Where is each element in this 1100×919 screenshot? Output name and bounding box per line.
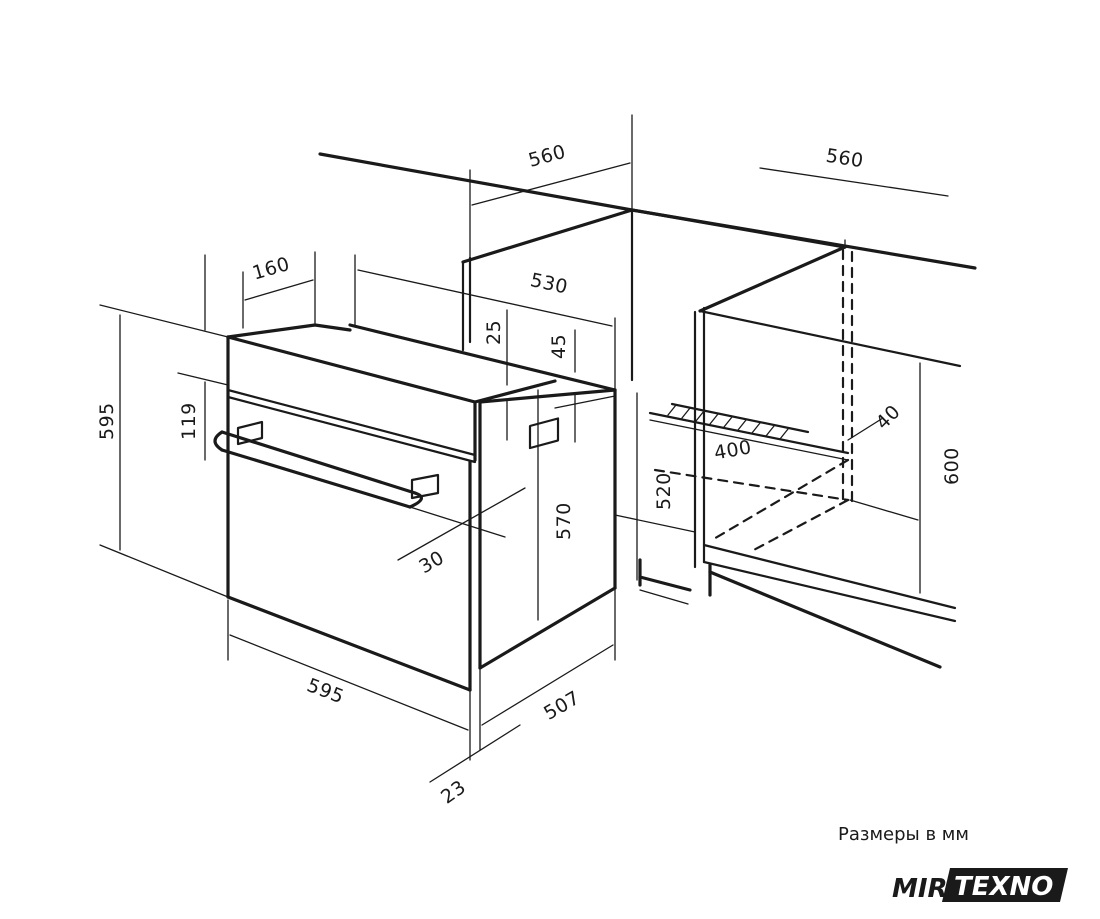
dim-23: 23	[437, 776, 470, 808]
logo-mir-text: MIR	[892, 874, 948, 904]
dim-570: 570	[553, 502, 575, 540]
dim-400: 400	[712, 436, 753, 464]
dim-30: 30	[415, 547, 448, 579]
dim-520: 520	[653, 472, 675, 510]
dim-560-top: 560	[526, 141, 568, 172]
dim-600: 600	[941, 447, 963, 485]
oven-outline	[213, 323, 617, 692]
dim-507: 507	[540, 687, 584, 725]
units-caption: Размеры в мм	[838, 824, 969, 845]
dimension-labels: 560 560 160 530 25 45 595 119 570 30 520…	[96, 141, 963, 809]
dim-45: 45	[548, 334, 570, 359]
dim-25: 25	[483, 320, 505, 345]
cabinet-outline	[318, 114, 977, 669]
dim-595-height: 595	[96, 402, 118, 440]
dim-530: 530	[528, 269, 570, 298]
mirtexno-logo: MIR TEXNO	[892, 868, 1068, 904]
dim-560-right: 560	[824, 145, 865, 173]
dimension-lines	[99, 162, 949, 783]
logo-texno-text: TEXNO	[954, 872, 1053, 902]
dim-160: 160	[250, 253, 292, 285]
dim-119: 119	[178, 402, 200, 440]
dim-40: 40	[872, 401, 905, 434]
